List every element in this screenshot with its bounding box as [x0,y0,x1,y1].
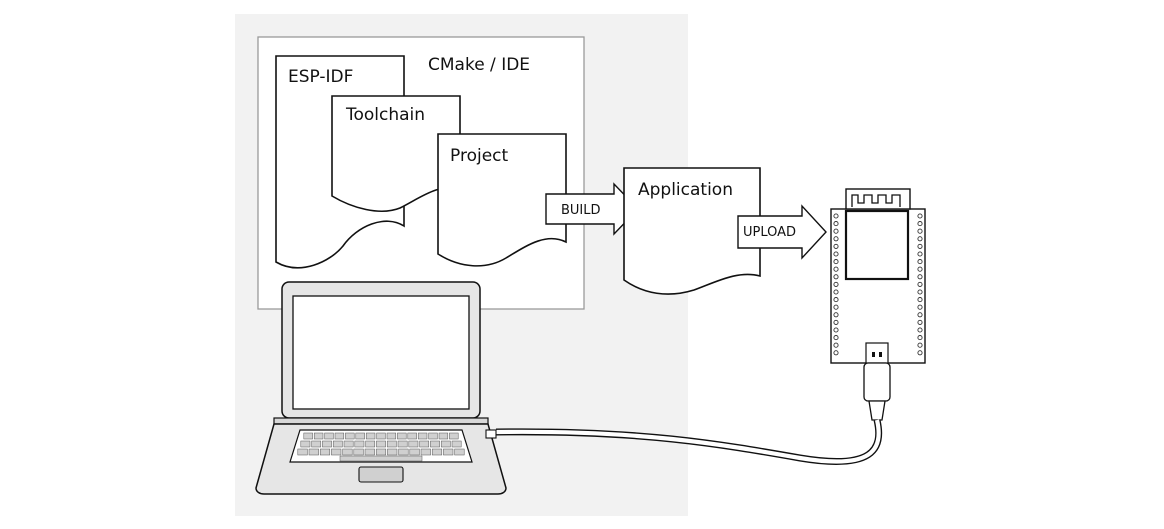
keyboard-key [449,432,459,440]
pin-hole [833,304,839,310]
keyboard-key [313,432,324,440]
keyboard-key [409,448,420,456]
keyboard-key [365,440,376,448]
keyboard-key [319,448,331,456]
application-document [623,167,761,295]
pin-hole [917,335,923,341]
keyboard-key [375,448,387,456]
pin-hole [833,297,839,303]
pin-hole [833,243,839,249]
pin-hole [917,228,923,234]
laptop-icon [255,281,507,495]
keyboard-key [443,448,454,456]
pin-hole [917,251,923,257]
pin-hole [917,304,923,310]
keyboard-key [355,432,365,440]
pin-hole [917,289,923,295]
keyboard-key [408,440,419,448]
pin-hole [833,342,839,348]
upload-arrow [737,204,827,260]
keyboard-key [438,432,449,440]
keyboard-key [343,440,354,448]
project-document [437,133,567,267]
keyboard-key [407,432,417,440]
esp-idf-label: ESP-IDF [288,67,353,87]
pin-hole [833,213,839,219]
pin-hole [917,342,923,348]
keyboard-key [386,440,397,448]
pin-hole [833,335,839,341]
keyboard-key [451,440,462,448]
keyboard-key [354,440,365,448]
keyboard-key [345,432,355,440]
keyboard-key [334,432,345,440]
pin-hole [917,236,923,242]
upload-label: UPLOAD [743,225,796,240]
keyboard-key [332,440,343,448]
keyboard-key [397,432,407,440]
pin-hole [833,312,839,318]
keyboard-key [365,432,376,440]
pin-hole [833,350,839,356]
keyboard-key [303,432,313,440]
esp32-board-icon [830,188,926,364]
keyboard-key [322,440,332,448]
keyboard-key [308,448,319,456]
pin-hole [917,259,923,265]
keyboard-key [342,448,353,456]
pin-hole [917,312,923,318]
pin-hole [833,236,839,242]
keyboard-key [353,448,364,456]
keyboard-key [387,448,398,456]
frame-label: CMake / IDE [428,55,530,75]
pin-hole [833,289,839,295]
keyboard-key [376,432,386,440]
pin-hole [833,274,839,280]
pin-hole [833,266,839,272]
keyboard-key [440,440,451,448]
keyboard-key [297,448,308,456]
pin-hole [917,327,923,333]
application-label: Application [638,180,733,200]
keyboard-key [386,432,397,440]
pin-hole [917,243,923,249]
pin-hole [917,221,923,227]
keyboard-key [454,448,465,456]
project-label: Project [450,146,508,166]
keyboard-key [300,440,311,448]
keyboard-key [311,440,322,448]
keyboard-key [398,448,409,456]
keyboard-key [431,448,443,456]
pin-hole [833,319,839,325]
pin-hole [917,319,923,325]
pin-hole [833,259,839,265]
keyboard-key [419,440,430,448]
keyboard-key [331,448,342,456]
keyboard-key [430,440,440,448]
keyboard-key [324,432,334,440]
pin-hole [917,266,923,272]
pin-hole [917,297,923,303]
keyboard-key [417,432,428,440]
usb-cable-icon [495,362,891,465]
keyboard-key [376,440,386,448]
keyboard-key [428,432,438,440]
pin-hole [833,228,839,234]
pin-hole [917,213,923,219]
pin-hole [833,221,839,227]
pin-hole [833,281,839,287]
keyboard-key [420,448,431,456]
keyboard-key [397,440,408,448]
keyboard-key [364,448,375,456]
spacebar-key [339,455,423,462]
pin-hole [833,251,839,257]
toolchain-label: Toolchain [345,105,425,125]
pin-hole [917,350,923,356]
pin-hole [917,274,923,280]
pin-hole [917,281,923,287]
build-label: BUILD [561,203,601,218]
pin-hole [833,327,839,333]
